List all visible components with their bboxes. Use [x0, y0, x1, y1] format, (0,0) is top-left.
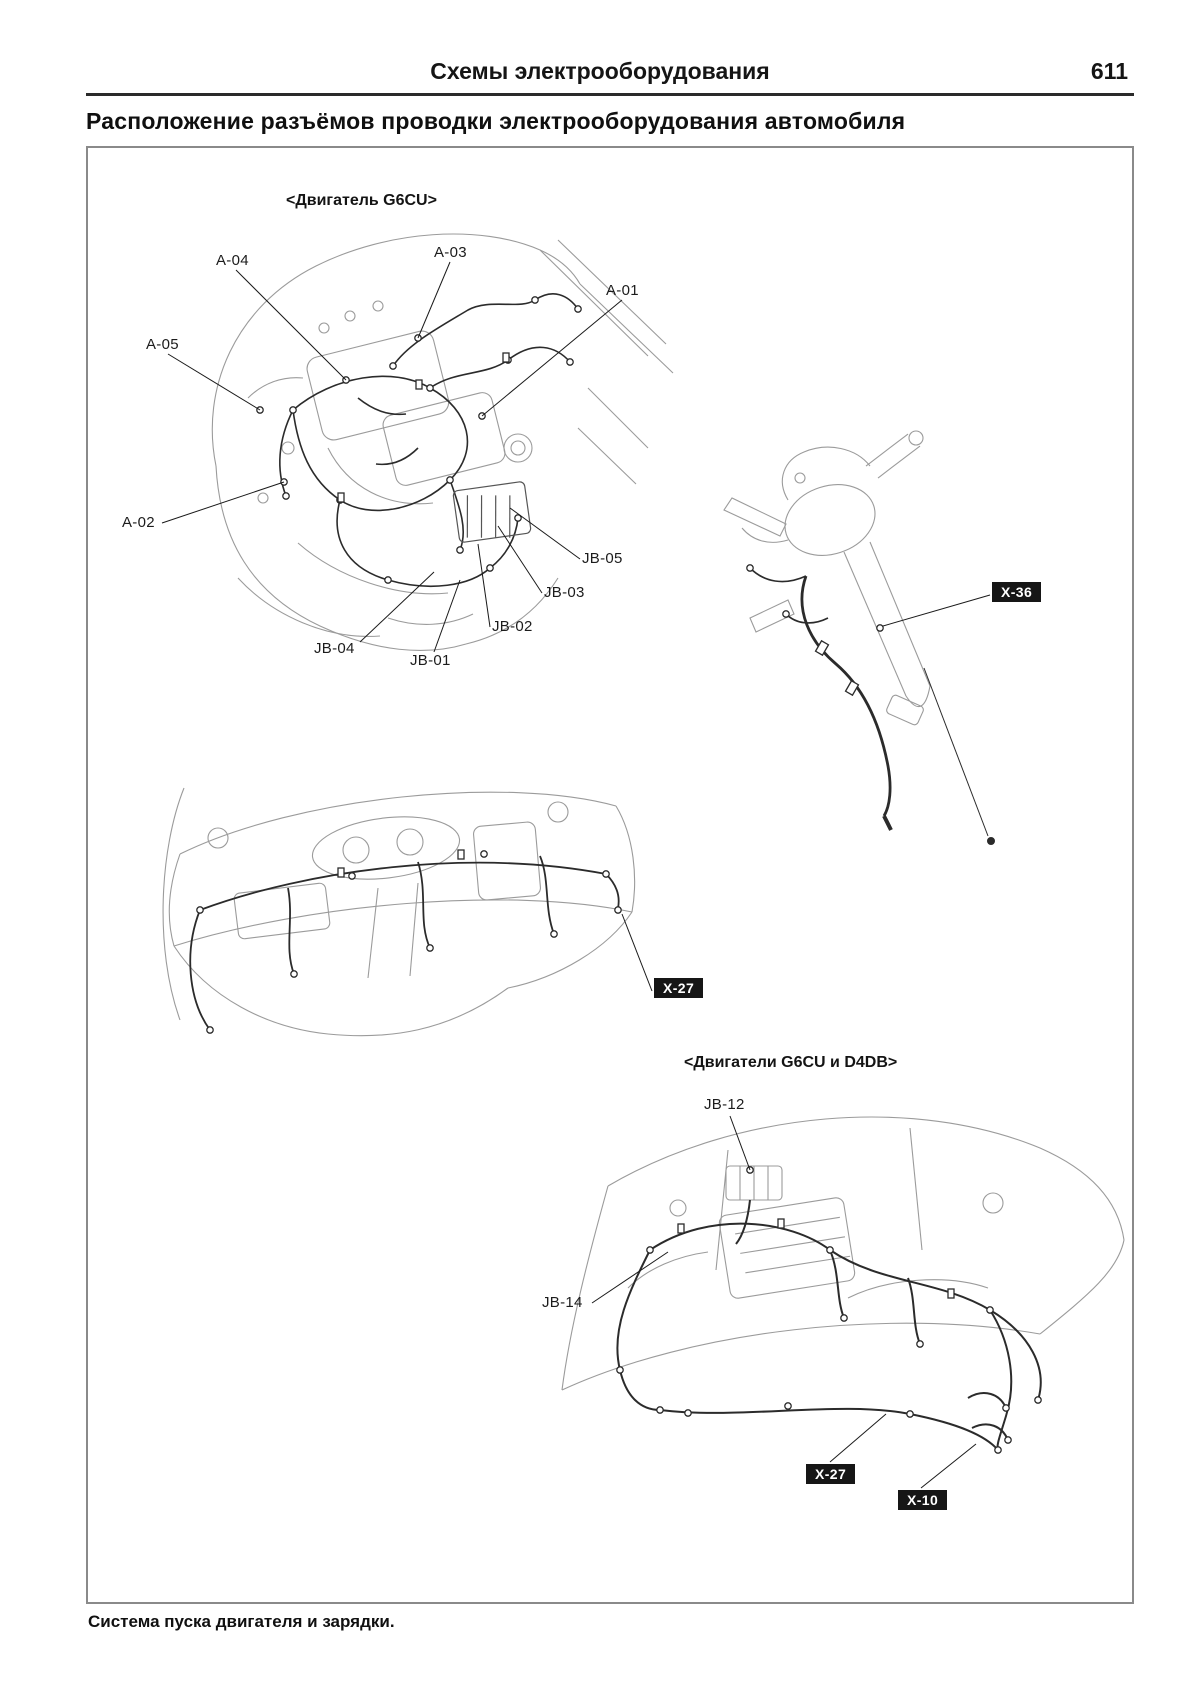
- engine-g6cu-relay-box: [452, 481, 532, 543]
- label-a-05: A-05: [146, 336, 179, 353]
- label-jb-02: JB-02: [492, 618, 533, 635]
- steering-column-harness: [746, 564, 995, 845]
- steering-column-drawing: [723, 430, 931, 726]
- diagram-canvas: [161, 233, 1125, 1489]
- label-x-10: X-10: [898, 1490, 948, 1510]
- engine-g6cu-d4db-harness: [616, 1166, 1042, 1454]
- dashboard-leader-lines: [621, 913, 653, 992]
- engine-g6cu-d4db-leader-lines: [591, 1115, 977, 1489]
- label-x-36: X-36: [992, 582, 1042, 602]
- label-x-27-floor: X-27: [806, 1464, 856, 1484]
- label-jb-14: JB-14: [542, 1294, 583, 1311]
- page-number: 611: [1090, 58, 1128, 84]
- label-a-04: A-04: [216, 252, 249, 269]
- label-a-01: A-01: [606, 282, 639, 299]
- label-x-27-dashboard: X-27: [654, 978, 704, 998]
- label-jb-01: JB-01: [410, 652, 451, 669]
- label-jb-03: JB-03: [544, 584, 585, 601]
- dashboard-drawing: [162, 787, 636, 1037]
- engine-g6cu-d4db-bodywork: [561, 1116, 1125, 1391]
- dashboard-harness: [189, 849, 622, 1034]
- caption-engine-g6cu: <Двигатель G6CU>: [286, 192, 437, 209]
- diagram-frame: <Двигатель G6CU> <Двигатели G6CU и D4DB>…: [86, 146, 1134, 1604]
- engine-g6cu-connectors: [256, 296, 582, 584]
- label-jb-05: JB-05: [582, 550, 623, 567]
- footer-caption: Система пуска двигателя и зарядки.: [88, 1612, 395, 1631]
- section-heading: Расположение разъёмов проводки электрооб…: [86, 108, 906, 134]
- header-title: Схемы электрооборудования: [430, 58, 770, 84]
- label-a-02: A-02: [122, 514, 155, 531]
- header-divider: [86, 93, 1134, 96]
- label-jb-12: JB-12: [704, 1096, 745, 1113]
- caption-engines-g6cu-d4db: <Двигатели G6CU и D4DB>: [684, 1054, 898, 1071]
- label-jb-04: JB-04: [314, 640, 355, 657]
- steering-column-leader-lines: [882, 594, 991, 627]
- engine-g6cu-harness: [279, 293, 579, 588]
- engine-g6cu-bodywork: [211, 233, 674, 651]
- engine-g6cu-leader-lines: [161, 261, 623, 653]
- label-a-03: A-03: [434, 244, 467, 261]
